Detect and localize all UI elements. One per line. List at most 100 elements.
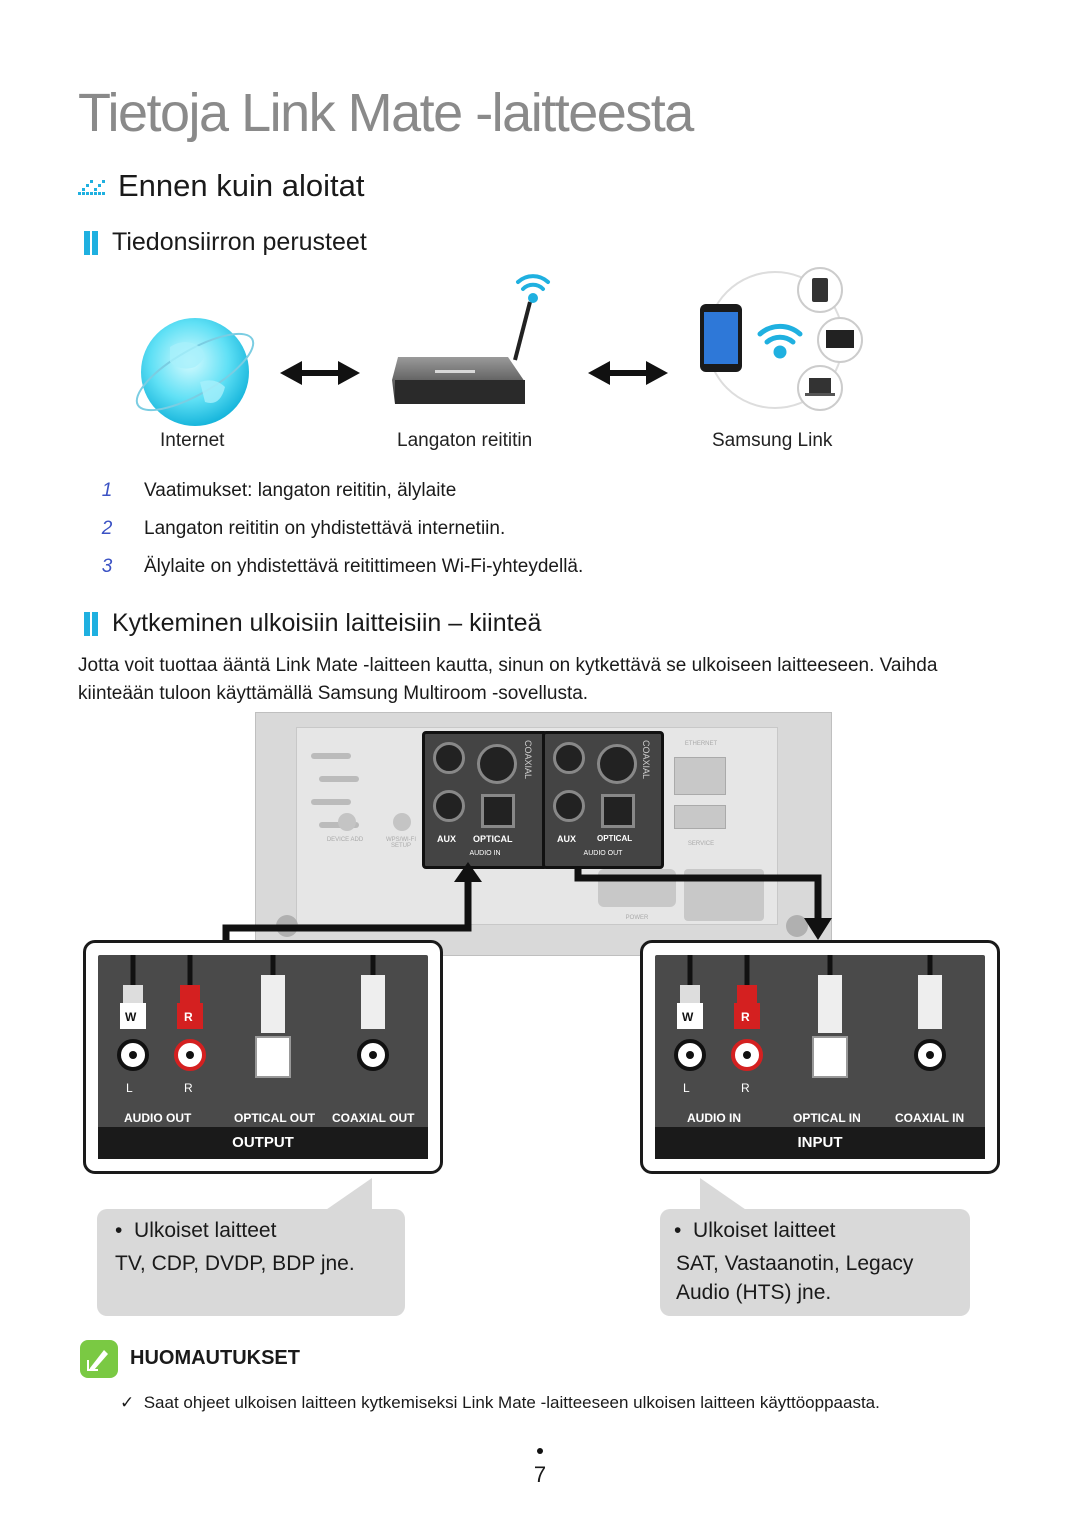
network-diagram (135, 267, 863, 426)
white-plug-label: W (682, 1010, 694, 1024)
input-panel: W R L R AUDIO IN OPTICAL IN COAXIAL IN I… (640, 940, 1000, 1174)
audio-in-port-label: AUDIO IN (687, 1111, 741, 1125)
coaxial-label: COAXIAL (641, 740, 651, 780)
subsection-title: Tiedonsiirron perusteet (112, 228, 367, 256)
output-connectors (117, 955, 389, 1078)
wps-setup-label: WPS/WI-FI SETUP (386, 837, 416, 849)
subsection-heading-2: Kytkeminen ulkoisiin laitteisiin – kiint… (84, 609, 541, 638)
red-plug-label: R (741, 1010, 750, 1024)
bubble-title: • Ulkoiset laitteet (674, 1219, 836, 1242)
bubble-title-text: Ulkoiset laitteet (134, 1219, 277, 1242)
checkmark-icon: ✓ (120, 1393, 144, 1412)
aux-out-jack-r[interactable] (553, 790, 585, 822)
wifi-icon (757, 323, 803, 359)
step-number: 1 (101, 480, 113, 501)
left-channel-mark: L (683, 1081, 690, 1095)
page-title: Tietoja Link Mate -laitteesta (78, 83, 694, 143)
section-marker-icon (78, 180, 105, 195)
bubble-title: • Ulkoiset laitteet (115, 1219, 277, 1242)
device-add-button[interactable] (338, 813, 356, 831)
smartphone-icon (700, 304, 742, 372)
connection-arrows (222, 862, 832, 942)
wps-setup-button[interactable] (393, 813, 411, 831)
step-text: Älylaite on yhdistettävä reitittimeen Wi… (144, 556, 584, 577)
note-text: Saat ohjeet ulkoisen laitteen kytkemisek… (143, 1393, 880, 1412)
audio-in-block: COAXIAL AUX OPTICAL AUDIO IN (422, 731, 548, 869)
input-footer: INPUT (655, 1127, 985, 1159)
intro-paragraph: Jotta voit tuottaa ääntä Link Mate -lait… (78, 655, 938, 704)
music-player-icon (797, 267, 843, 313)
bubble-tail-right (700, 1178, 752, 1214)
step-item: 3 Älylaite on yhdistettävä reitittimeen … (100, 556, 584, 578)
globe-icon (135, 318, 255, 426)
coaxial-out-jack[interactable] (597, 744, 637, 784)
aux-jack-l[interactable] (433, 742, 465, 774)
section-title: Ennen kuin aloitat (118, 168, 365, 203)
optical-out-jack[interactable] (601, 794, 635, 828)
service-label: SERVICE (687, 841, 715, 847)
optical-out-port-label: OPTICAL OUT (234, 1111, 316, 1125)
page-dot (537, 1448, 543, 1454)
tv-icon (817, 317, 863, 363)
ethernet-label: ETHERNET (684, 741, 718, 747)
device-rear-panel: DEVICE ADD WPS/WI-FI SETUP COAXIAL AUX O… (255, 712, 832, 956)
page-number: 7 (533, 1462, 547, 1487)
coaxial-in-jack[interactable] (477, 744, 517, 784)
input-connectors (674, 955, 946, 1078)
optical-in-port-label: OPTICAL IN (793, 1111, 861, 1125)
router-label: Langaton reititin (397, 430, 533, 451)
subsection-title: Kytkeminen ulkoisiin laitteisiin – kiint… (112, 609, 542, 637)
samsung-link-label: Samsung Link (712, 430, 833, 451)
external-devices-bubble-left: • Ulkoiset laitteet TV, CDP, DVDP, BDP j… (97, 1209, 405, 1316)
ethernet-port[interactable] (674, 757, 726, 795)
double-arrow-icon (280, 361, 360, 385)
step-number: 3 (101, 556, 113, 577)
aux-out-jack-l[interactable] (553, 742, 585, 774)
output-panel: W R L R AUDIO OUT OPTICAL OUT COAXIAL OU… (83, 940, 443, 1174)
optical-label: OPTICAL (473, 834, 513, 844)
subsection-heading-1: Tiedonsiirron perusteet (84, 228, 367, 257)
note-icon (80, 1340, 118, 1378)
note-item: ✓ Saat ohjeet ulkoisen laitteen kytkemis… (120, 1393, 880, 1413)
coaxial-in-port-label: COAXIAL IN (895, 1111, 965, 1125)
service-port[interactable] (674, 805, 726, 829)
bubble-text: SAT, Vastaanotin, Legacy Audio (HTS) jne… (676, 1252, 914, 1304)
device-add-label: DEVICE ADD (326, 837, 364, 843)
step-text: Vaatimukset: langaton reititin, älylaite (144, 480, 457, 501)
white-plug-label: W (125, 1010, 137, 1024)
laptop-icon (797, 365, 843, 411)
aux-label: AUX (557, 834, 577, 844)
subsection-marker (84, 611, 90, 636)
subsection-marker (84, 230, 90, 255)
coaxial-label: COAXIAL (523, 740, 533, 780)
step-number: 2 (101, 518, 113, 539)
notes-heading: HUOMAUTUKSET (130, 1347, 300, 1369)
output-footer: OUTPUT (98, 1127, 428, 1159)
optical-label: OPTICAL (597, 834, 633, 843)
left-channel-mark: L (126, 1081, 133, 1095)
audio-in-label: AUDIO IN (469, 850, 501, 857)
power-label: POWER (625, 915, 649, 921)
optical-in-jack[interactable] (481, 794, 515, 828)
step-item: 2 Langaton reititin on yhdistettävä inte… (100, 518, 506, 540)
right-channel-mark: R (184, 1081, 193, 1095)
bubble-tail-left (320, 1178, 372, 1214)
coaxial-out-port-label: COAXIAL OUT (332, 1111, 415, 1125)
double-arrow-icon (588, 361, 668, 385)
red-plug-label: R (184, 1010, 193, 1024)
screw (786, 915, 808, 937)
right-channel-mark: R (741, 1081, 750, 1095)
aux-label: AUX (437, 834, 457, 844)
step-text: Langaton reititin on yhdistettävä intern… (144, 518, 506, 539)
audio-out-block: COAXIAL AUX OPTICAL AUDIO OUT (542, 731, 664, 869)
bubble-title-text: Ulkoiset laitteet (693, 1219, 836, 1242)
router-icon (392, 301, 532, 404)
external-devices-bubble-right: • Ulkoiset laitteet SAT, Vastaanotin, Le… (660, 1209, 970, 1316)
aux-jack-r[interactable] (433, 790, 465, 822)
internet-label: Internet (160, 430, 225, 451)
section-heading: Ennen kuin aloitat (78, 168, 364, 204)
vent-grille (311, 747, 403, 828)
step-item: 1 Vaatimukset: langaton reititin, älylai… (100, 480, 457, 502)
audio-out-port-label: AUDIO OUT (124, 1111, 192, 1125)
audio-out-label: AUDIO OUT (583, 850, 623, 857)
